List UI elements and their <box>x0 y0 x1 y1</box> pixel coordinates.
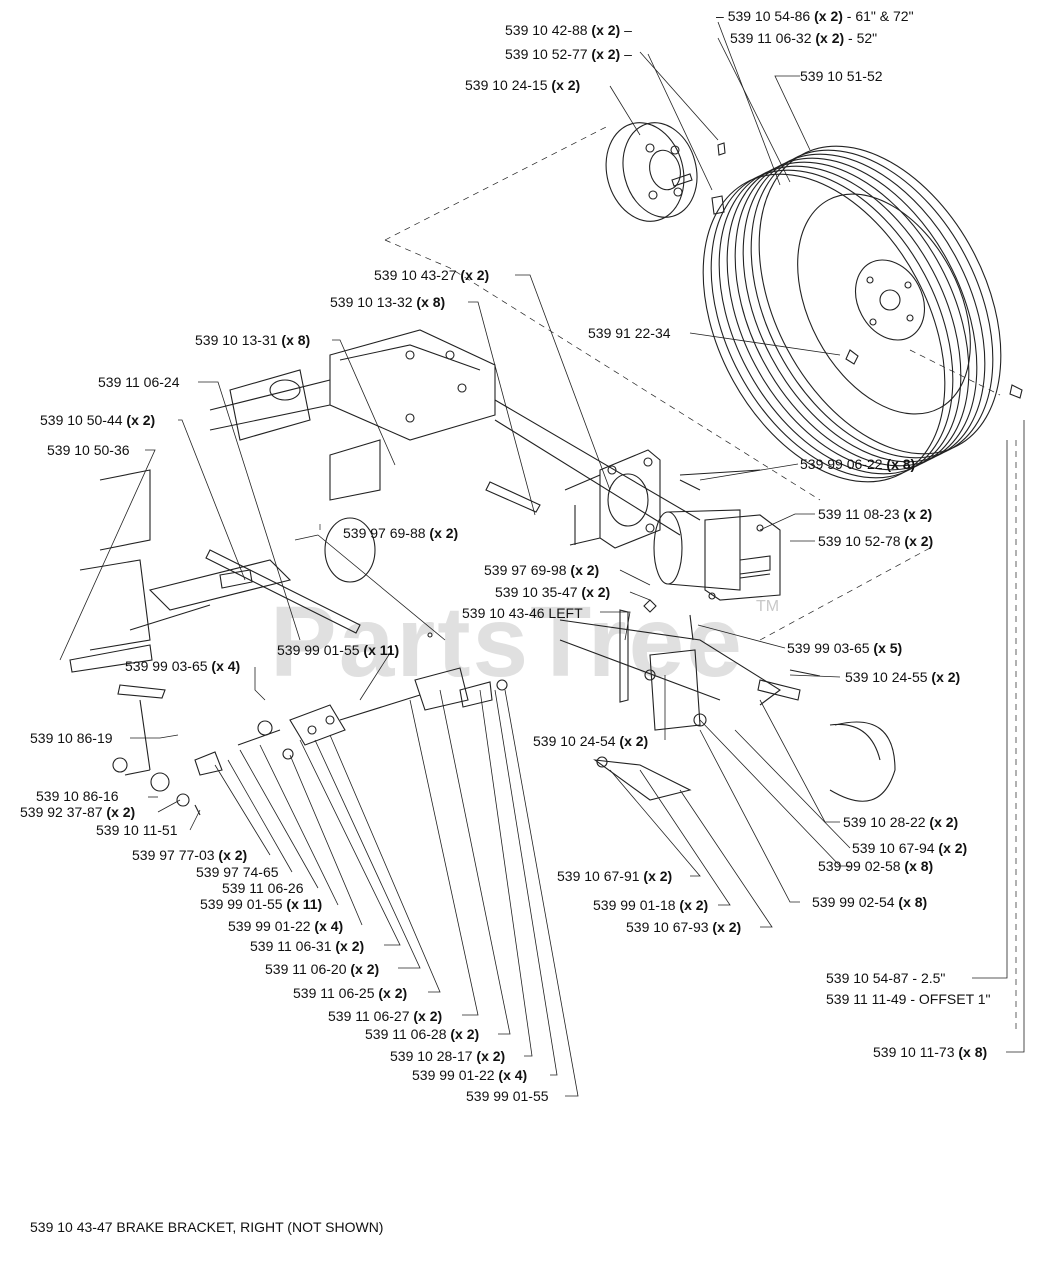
callout-c30: 539 10 28-22 (x 2) <box>843 814 959 830</box>
callout-c08: 539 10 13-32 (x 8) <box>330 294 446 310</box>
frame <box>70 330 780 705</box>
callout-c40: 539 99 01-22 (x 4) <box>228 918 344 934</box>
callout-c37: 539 10 67-91 (x 2) <box>557 868 673 884</box>
callout-c03: 539 10 24-15 (x 2) <box>465 77 581 93</box>
wheel-hub <box>595 114 725 230</box>
callout-c27: 539 10 86-16 <box>36 788 119 804</box>
callout-c31: 539 10 67-94 (x 2) <box>852 840 968 856</box>
callout-c29: 539 10 11-51 <box>96 822 178 838</box>
callout-c44: 539 10 54-87 - 2.5" <box>826 970 946 986</box>
callout-c35: 539 11 06-26 <box>222 880 304 896</box>
callout-c21: 539 99 03-65 (x 5) <box>787 640 903 656</box>
callout-c43: 539 11 06-20 (x 2) <box>265 961 380 977</box>
callout-c41: 539 10 67-93 (x 2) <box>626 919 742 935</box>
leader-lines <box>60 22 1024 1096</box>
callout-c42: 539 11 06-31 (x 2) <box>250 938 365 954</box>
callout-c20: 539 10 43-46 LEFT <box>462 605 583 621</box>
callout-c02: 539 10 52-77 (x 2) – <box>505 46 632 62</box>
callout-c09: 539 91 22-34 <box>588 325 671 341</box>
callout-c51: 539 99 01-22 (x 4) <box>412 1067 528 1083</box>
callout-c47: 539 11 06-27 (x 2) <box>328 1008 443 1024</box>
callout-c13: 539 10 50-36 <box>47 442 130 458</box>
callout-c01: 539 10 42-88 (x 2) – <box>505 22 632 38</box>
callout-c05: 539 11 06-32 (x 2) - 52" <box>730 30 878 46</box>
callout-c36: 539 99 01-55 (x 11) <box>200 896 323 912</box>
hydraulic-motor <box>654 510 780 600</box>
callout-c23: 539 99 01-55 (x 11) <box>277 642 400 658</box>
footer-note: 539 10 43-47 BRAKE BRACKET, RIGHT (NOT S… <box>30 1219 384 1235</box>
watermark: PartsTree <box>270 586 744 698</box>
callout-c52: 539 99 01-55 <box>466 1088 549 1104</box>
tire-wheel <box>654 105 1050 523</box>
callout-c19: 539 10 35-47 (x 2) <box>495 584 611 600</box>
callout-c12: 539 10 50-44 (x 2) <box>40 412 156 428</box>
callout-c04: – 539 10 54-86 (x 2) - 61" & 72" <box>716 8 914 24</box>
callout-c16: 539 10 52-78 (x 2) <box>818 533 934 549</box>
callout-c32: 539 99 02-58 (x 8) <box>818 858 934 874</box>
callout-c26: 539 10 24-54 (x 2) <box>533 733 649 749</box>
callout-c15: 539 11 08-23 (x 2) <box>818 506 933 522</box>
callout-c11: 539 11 06-24 <box>98 374 180 390</box>
callout-c07: 539 10 43-27 (x 2) <box>374 267 490 283</box>
callout-c17: 539 97 69-88 (x 2) <box>343 525 459 541</box>
callout-c45: 539 11 06-25 (x 2) <box>293 985 408 1001</box>
callout-c14: 539 99 06-22 (x 8) <box>800 456 916 472</box>
callout-c46: 539 11 11-49 - OFFSET 1" <box>826 991 991 1007</box>
callout-c49: 539 10 11-73 (x 8) <box>873 1044 988 1060</box>
brake-linkage <box>113 550 895 815</box>
callout-c48: 539 11 06-28 (x 2) <box>365 1026 480 1042</box>
callout-c22: 539 99 03-65 (x 4) <box>125 658 241 674</box>
callout-c06: 539 10 51-52 <box>800 68 883 84</box>
callout-c28: 539 92 37-87 (x 2) <box>20 804 136 820</box>
callout-c10: 539 10 13-31 (x 8) <box>195 332 311 348</box>
centerlines <box>320 125 1016 1030</box>
callout-c33: 539 97 77-03 (x 2) <box>132 847 248 863</box>
callout-c38: 539 99 02-54 (x 8) <box>812 894 928 910</box>
callout-c25: 539 10 86-19 <box>30 730 113 746</box>
callout-c39: 539 99 01-18 (x 2) <box>593 897 709 913</box>
watermark-trademark: TM <box>756 598 780 615</box>
callout-c24: 539 10 24-55 (x 2) <box>845 669 961 685</box>
callout-c34: 539 97 74-65 <box>196 864 279 880</box>
motor-bracket <box>486 450 760 548</box>
callout-c50: 539 10 28-17 (x 2) <box>390 1048 506 1064</box>
callout-c18: 539 97 69-98 (x 2) <box>484 562 600 578</box>
